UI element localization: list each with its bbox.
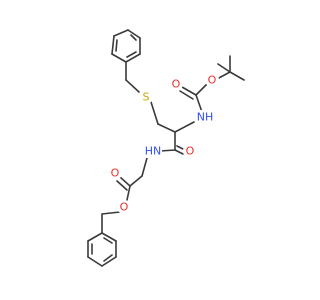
bond: [195, 83, 208, 96]
bond: [116, 180, 128, 191]
bond: [126, 185, 131, 201]
bond: [174, 121, 195, 133]
bond: [217, 63, 231, 73]
bond: [125, 53, 141, 63]
bond: [195, 94, 203, 113]
bond: [159, 149, 176, 152]
bonds: [87, 29, 245, 267]
molecule-diagram: S O O NH HN O O O: [87, 29, 245, 267]
amide-oxygen-atom: O: [183, 144, 197, 158]
bond: [113, 29, 129, 37]
boc-carbonyl-oxygen-label: O: [172, 78, 181, 91]
boc-ester-oxygen-label: O: [208, 74, 217, 87]
bond: [174, 149, 184, 155]
bond: [141, 157, 148, 177]
atom-labels: S O O NH HN O O O: [108, 73, 219, 214]
molecule-canvas: S O O NH HN O O O: [87, 29, 245, 267]
bond: [101, 232, 117, 242]
ester-carbonyl-oxygen-label: O: [111, 167, 120, 180]
sulfur-label: S: [143, 91, 150, 104]
boc-carbonyl-oxygen-atom: O: [169, 77, 183, 91]
bond: [229, 71, 245, 81]
bond: [103, 237, 113, 244]
bond: [181, 86, 197, 96]
bond: [150, 101, 159, 125]
bond: [101, 256, 117, 267]
bond: [157, 123, 176, 133]
ester-oxygen-label: O: [120, 201, 129, 214]
bond: [129, 175, 143, 187]
amide-nh-atom: HN: [144, 144, 162, 158]
amide-oxygen-label: O: [186, 145, 195, 158]
boc-ester-oxygen-atom: O: [205, 73, 219, 87]
bond: [125, 79, 140, 93]
bond: [127, 29, 141, 39]
bond: [119, 176, 131, 187]
ester-carbonyl-oxygen-atom: O: [108, 166, 122, 180]
bond: [101, 211, 121, 215]
bond: [87, 256, 103, 267]
bond: [103, 254, 113, 262]
ester-oxygen-atom: O: [117, 200, 131, 214]
bond: [130, 34, 137, 41]
carbamate-nh-atom: NH: [196, 110, 214, 124]
bond: [87, 232, 103, 242]
bond: [111, 53, 127, 63]
carbamate-nh-label: NH: [197, 111, 214, 124]
sulfur-atom: S: [139, 90, 153, 104]
bond: [126, 51, 137, 58]
amide-nh-label: HN: [145, 145, 162, 158]
bond: [216, 71, 231, 80]
bond: [179, 90, 194, 100]
bond: [115, 39, 118, 52]
bond: [111, 35, 115, 55]
